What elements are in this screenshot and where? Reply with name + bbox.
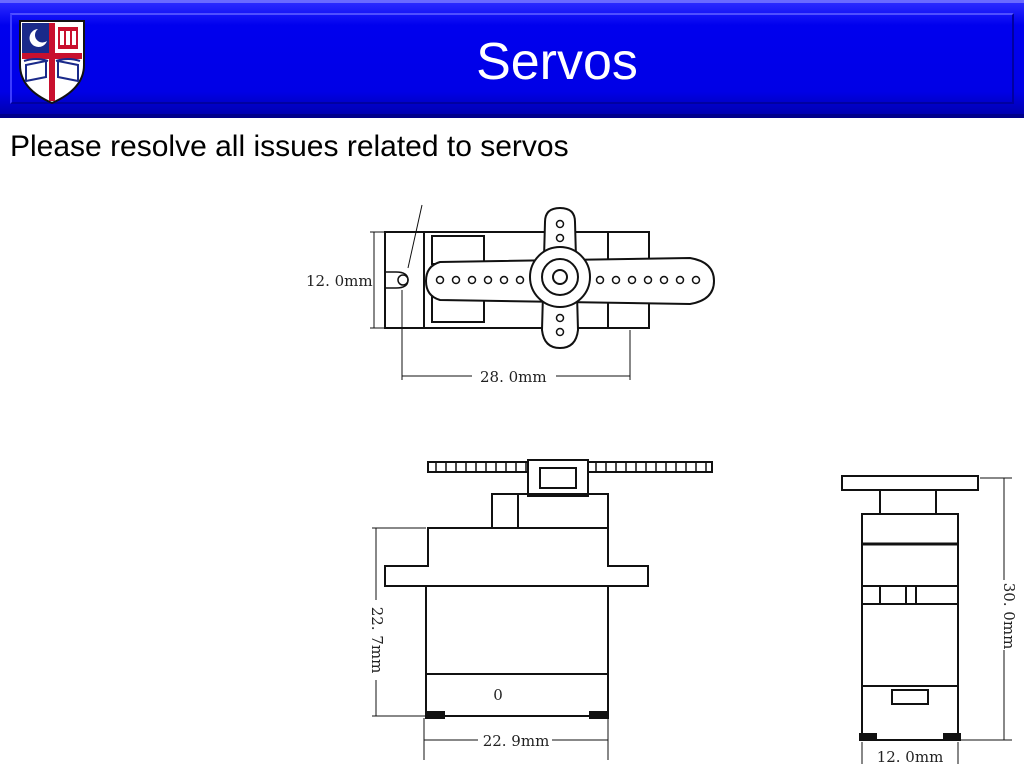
slide-subtitle: Please resolve all issues related to ser…: [10, 130, 569, 163]
servo-front-view: [372, 459, 713, 760]
university-shield-icon: [19, 20, 85, 105]
side-view-width-label: 12. 0mm: [877, 748, 944, 766]
title-bar: Servos: [0, 0, 1024, 118]
front-view-width-label: 22. 9mm: [483, 732, 550, 750]
servo-side-view: [841, 475, 1012, 764]
side-view-height-label: 30. 0mm: [1000, 583, 1018, 650]
servo-top-view: [370, 204, 716, 380]
front-view-height-label: 22. 7mm: [368, 607, 386, 674]
top-view-width-label: 28. 0mm: [480, 368, 547, 386]
front-view-mark: 0: [493, 686, 503, 704]
slide-title: Servos: [476, 33, 638, 91]
top-view-height-label: 12. 0mm: [306, 272, 373, 290]
